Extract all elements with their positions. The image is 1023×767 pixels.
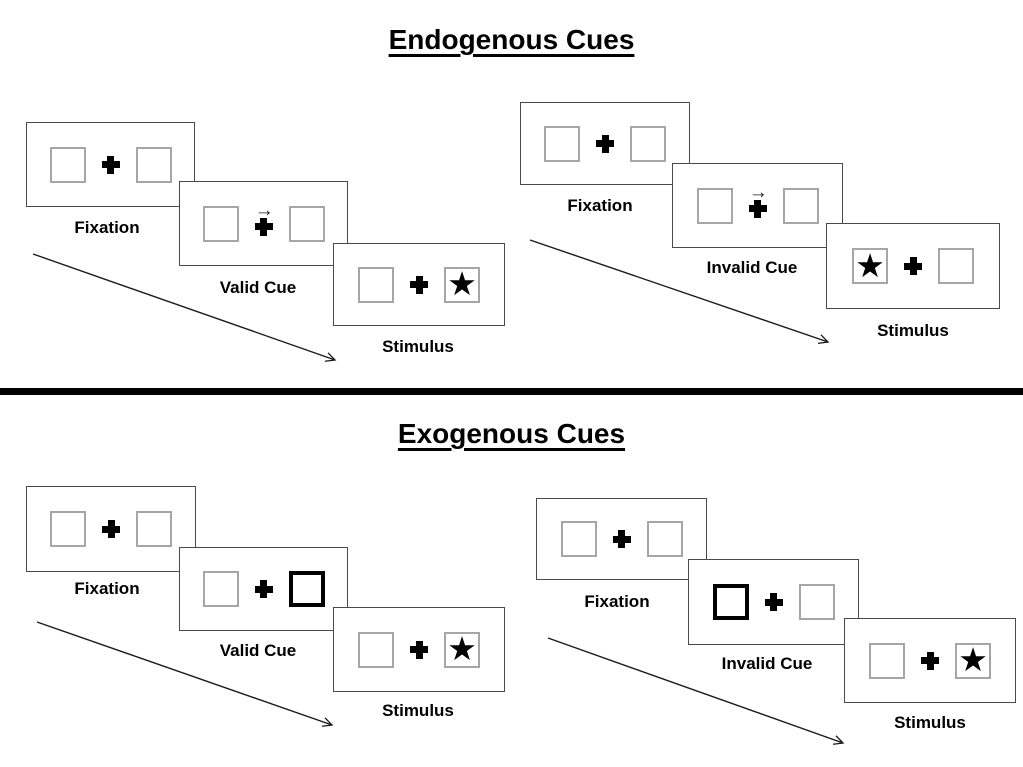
panel-label: Valid Cue bbox=[219, 278, 297, 297]
panel-label: Stimulus bbox=[382, 337, 454, 356]
panel-label: Invalid Cue bbox=[721, 654, 813, 673]
cue-arrow-right-icon: → bbox=[254, 199, 274, 221]
left-box bbox=[202, 571, 239, 607]
right-box: ★ bbox=[955, 641, 991, 679]
right-box bbox=[135, 146, 172, 183]
right-box: ★ bbox=[444, 630, 480, 668]
star-icon: ★ bbox=[447, 630, 477, 667]
star-icon: ★ bbox=[855, 246, 885, 284]
fixation-cross-icon bbox=[410, 275, 428, 294]
left-box bbox=[544, 125, 580, 162]
left-box-highlighted bbox=[712, 584, 749, 620]
left-box bbox=[560, 521, 597, 557]
panel-stimulus: ★ bbox=[333, 243, 505, 326]
fixation-cross-icon bbox=[254, 580, 273, 598]
panel-label: Fixation bbox=[567, 196, 633, 215]
panel-label: Stimulus bbox=[877, 321, 949, 340]
panel-invalid-cue bbox=[688, 559, 859, 645]
panel-label: Invalid Cue bbox=[706, 258, 798, 277]
panel-fixation bbox=[26, 122, 195, 207]
fixation-cross-icon bbox=[921, 651, 939, 670]
panel-label: Valid Cue bbox=[219, 641, 297, 660]
panel-stimulus: ★ bbox=[826, 223, 1000, 309]
section-title-text: Endogenous Cues bbox=[388, 24, 635, 55]
right-box bbox=[798, 584, 835, 620]
left-box bbox=[50, 511, 86, 547]
panel-valid-cue: → bbox=[179, 181, 348, 266]
panel-label: Fixation bbox=[74, 218, 140, 237]
panel-label: Stimulus bbox=[382, 701, 454, 720]
fixation-cross-icon: → bbox=[254, 201, 274, 236]
left-box bbox=[202, 205, 239, 242]
panel-fixation bbox=[536, 498, 707, 580]
section-title-text: Exogenous Cues bbox=[397, 418, 626, 449]
fixation-cross-icon bbox=[764, 593, 783, 611]
left-box bbox=[49, 146, 86, 183]
fixation-cross-icon bbox=[596, 134, 614, 153]
panel-label: Fixation bbox=[74, 579, 140, 598]
panel-stimulus: ★ bbox=[844, 618, 1016, 703]
timeline-arrow bbox=[36, 621, 332, 725]
panel-stimulus: ★ bbox=[333, 607, 505, 692]
fixation-cross-icon: → bbox=[748, 183, 768, 218]
fixation-cross-icon bbox=[612, 530, 631, 548]
timeline-arrow bbox=[32, 253, 335, 360]
fixation-cross-icon bbox=[101, 155, 120, 174]
section-divider bbox=[0, 388, 1023, 395]
left-box bbox=[358, 266, 394, 303]
cue-arrow-right-icon: → bbox=[748, 181, 768, 203]
panel-label: Stimulus bbox=[894, 713, 966, 732]
section-title-exogenous: Exogenous Cues bbox=[0, 418, 1023, 450]
right-box: ★ bbox=[444, 265, 480, 303]
fixation-cross-icon bbox=[410, 640, 428, 659]
panel-invalid-cue: → bbox=[672, 163, 843, 248]
fixation-cross-icon bbox=[904, 257, 922, 275]
right-box-highlighted bbox=[288, 571, 325, 607]
right-box bbox=[938, 248, 974, 284]
timeline-arrow bbox=[529, 239, 828, 342]
panel-valid-cue bbox=[179, 547, 348, 631]
left-box: ★ bbox=[852, 248, 888, 284]
panel-fixation bbox=[26, 486, 196, 572]
star-icon: ★ bbox=[958, 641, 988, 678]
left-box bbox=[696, 187, 733, 224]
right-box bbox=[136, 511, 172, 547]
panel-fixation bbox=[520, 102, 690, 185]
section-title-endogenous: Endogenous Cues bbox=[0, 24, 1023, 56]
right-box bbox=[646, 521, 683, 557]
right-box bbox=[630, 125, 666, 162]
left-box bbox=[358, 631, 394, 668]
right-box bbox=[288, 205, 325, 242]
right-box bbox=[782, 187, 819, 224]
fixation-cross-icon bbox=[102, 520, 120, 538]
left-box bbox=[869, 642, 905, 679]
star-icon: ★ bbox=[447, 265, 477, 302]
panel-label: Fixation bbox=[584, 592, 650, 611]
